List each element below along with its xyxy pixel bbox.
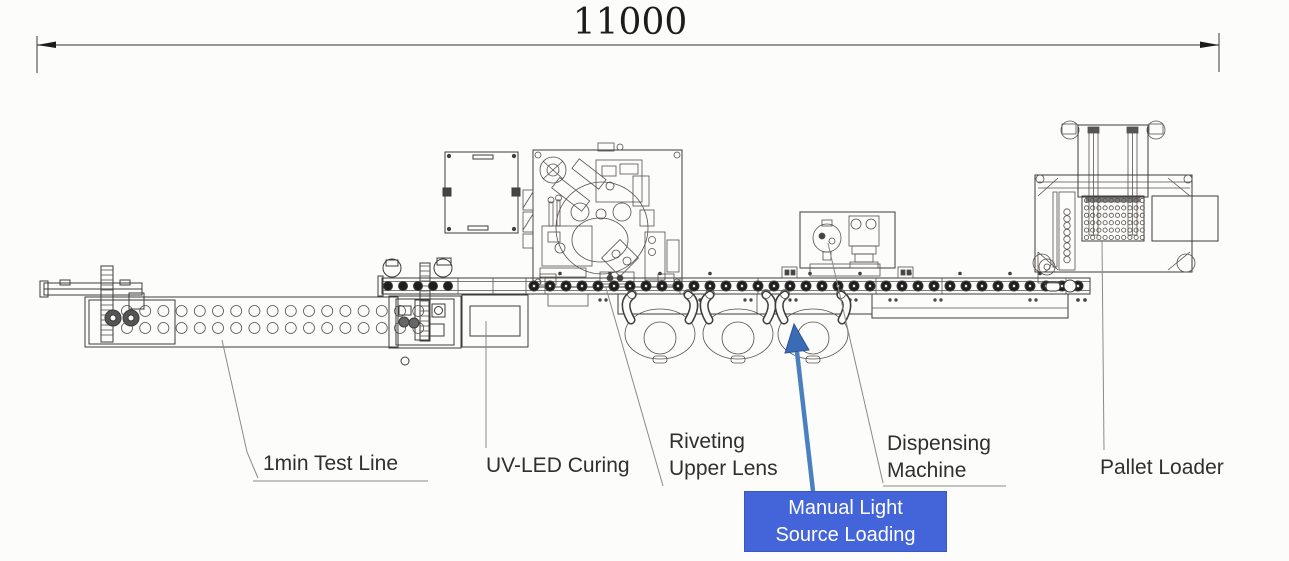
pallet-loader <box>1032 120 1219 302</box>
operator-1 <box>625 290 695 364</box>
riveting-machine <box>522 142 683 288</box>
equipment-panel <box>442 151 521 234</box>
label-uv-curing: UV-LED Curing <box>486 454 630 477</box>
uv-curing-station <box>461 294 529 348</box>
callout-line1: Manual Light <box>788 496 903 519</box>
label-pallet-loader: Pallet Loader <box>1100 456 1224 479</box>
transfer-station <box>382 257 462 349</box>
label-riveting-line1: Riveting <box>669 430 745 453</box>
dispensing-machine <box>781 211 914 279</box>
leader-pallet-loader <box>1101 239 1105 451</box>
label-test-line: 1min Test Line <box>263 452 399 475</box>
main-conveyor <box>377 271 1091 297</box>
manual-loading-arrow <box>784 322 816 492</box>
operator-2 <box>703 290 773 364</box>
leader-dispensing <box>827 242 884 484</box>
dimension-line <box>36 33 1220 73</box>
label-dispensing: Dispensing Machine <box>887 430 991 484</box>
label-riveting-line2: Upper Lens <box>669 457 778 480</box>
manual-light-source-callout: Manual Light Source Loading <box>744 491 947 552</box>
label-riveting: Riveting Upper Lens <box>669 428 778 482</box>
gantry-loader <box>39 265 145 343</box>
label-dispensing-line1: Dispensing <box>887 432 991 455</box>
leader-riveting <box>605 287 664 487</box>
test-line-conveyor <box>84 296 425 366</box>
label-dispensing-line2: Machine <box>887 459 967 482</box>
operators <box>625 290 848 364</box>
leader-test-line <box>221 339 259 479</box>
leader-lines <box>221 239 1105 487</box>
callout-line2: Source Loading <box>775 523 916 546</box>
dimension-value: 11000 <box>572 2 688 43</box>
